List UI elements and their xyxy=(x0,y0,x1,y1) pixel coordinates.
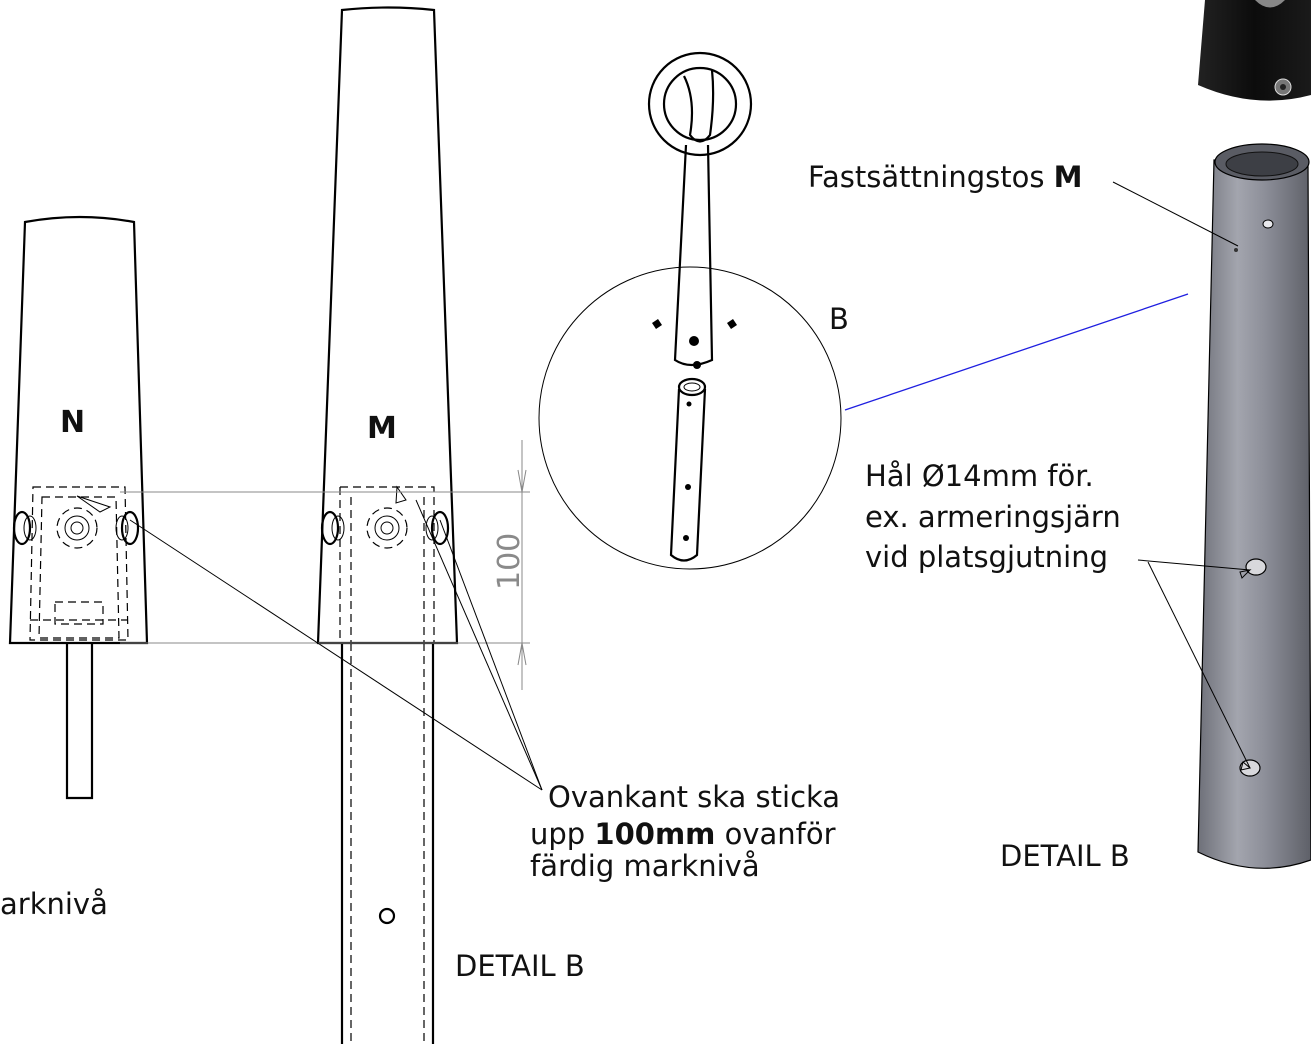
note-leaders xyxy=(129,499,543,791)
note-line2: upp 100mm ovanför xyxy=(530,820,836,849)
part-m-body xyxy=(316,6,459,1044)
hole-note-line3: vid platsgjutning xyxy=(865,540,1109,574)
bolt-right-m xyxy=(425,510,450,546)
rendered-cap xyxy=(1198,0,1311,101)
detail-circle-b xyxy=(538,266,842,570)
part-n-body xyxy=(8,215,149,800)
fastsattning-label: Fastsättningstos M xyxy=(808,163,1083,192)
center-hole-n xyxy=(56,507,98,549)
bolt-right-n xyxy=(115,510,140,546)
note-line1: Ovankant ska sticka xyxy=(548,780,841,814)
hole-note-line2: ex. armeringsjärn xyxy=(865,500,1121,534)
bolt-left-n xyxy=(12,510,37,546)
detail-leader xyxy=(844,293,1189,411)
part-label-m: M xyxy=(367,411,397,446)
dimension-value: 100 xyxy=(492,532,527,590)
note-line2-pre: upp xyxy=(530,817,595,851)
rendered-tube xyxy=(1197,143,1311,869)
detail-b-caption-right: DETAIL B xyxy=(1000,839,1130,873)
exploded-view xyxy=(538,51,842,570)
detail-b-caption-left: DETAIL B xyxy=(455,949,585,983)
hole-note-line1: Hål Ø14mm för. xyxy=(865,459,1094,493)
note-line3: färdig marknivå xyxy=(530,849,760,883)
dimension-100 xyxy=(120,440,530,690)
fastsattning-text: Fastsättningstos xyxy=(808,160,1054,194)
detail-ref-label: B xyxy=(829,302,849,336)
center-hole-m xyxy=(366,507,408,549)
bolt-left-m xyxy=(320,510,345,546)
part-label-n: N xyxy=(60,405,86,440)
fastsattning-bold: M xyxy=(1053,160,1083,194)
right-leaders xyxy=(1112,181,1252,771)
ground-level-label: arknivå xyxy=(0,887,108,921)
note-line2-post: ovanför xyxy=(715,817,836,851)
tube-hole-m xyxy=(378,907,396,925)
note-line2-bold: 100mm xyxy=(594,817,716,851)
